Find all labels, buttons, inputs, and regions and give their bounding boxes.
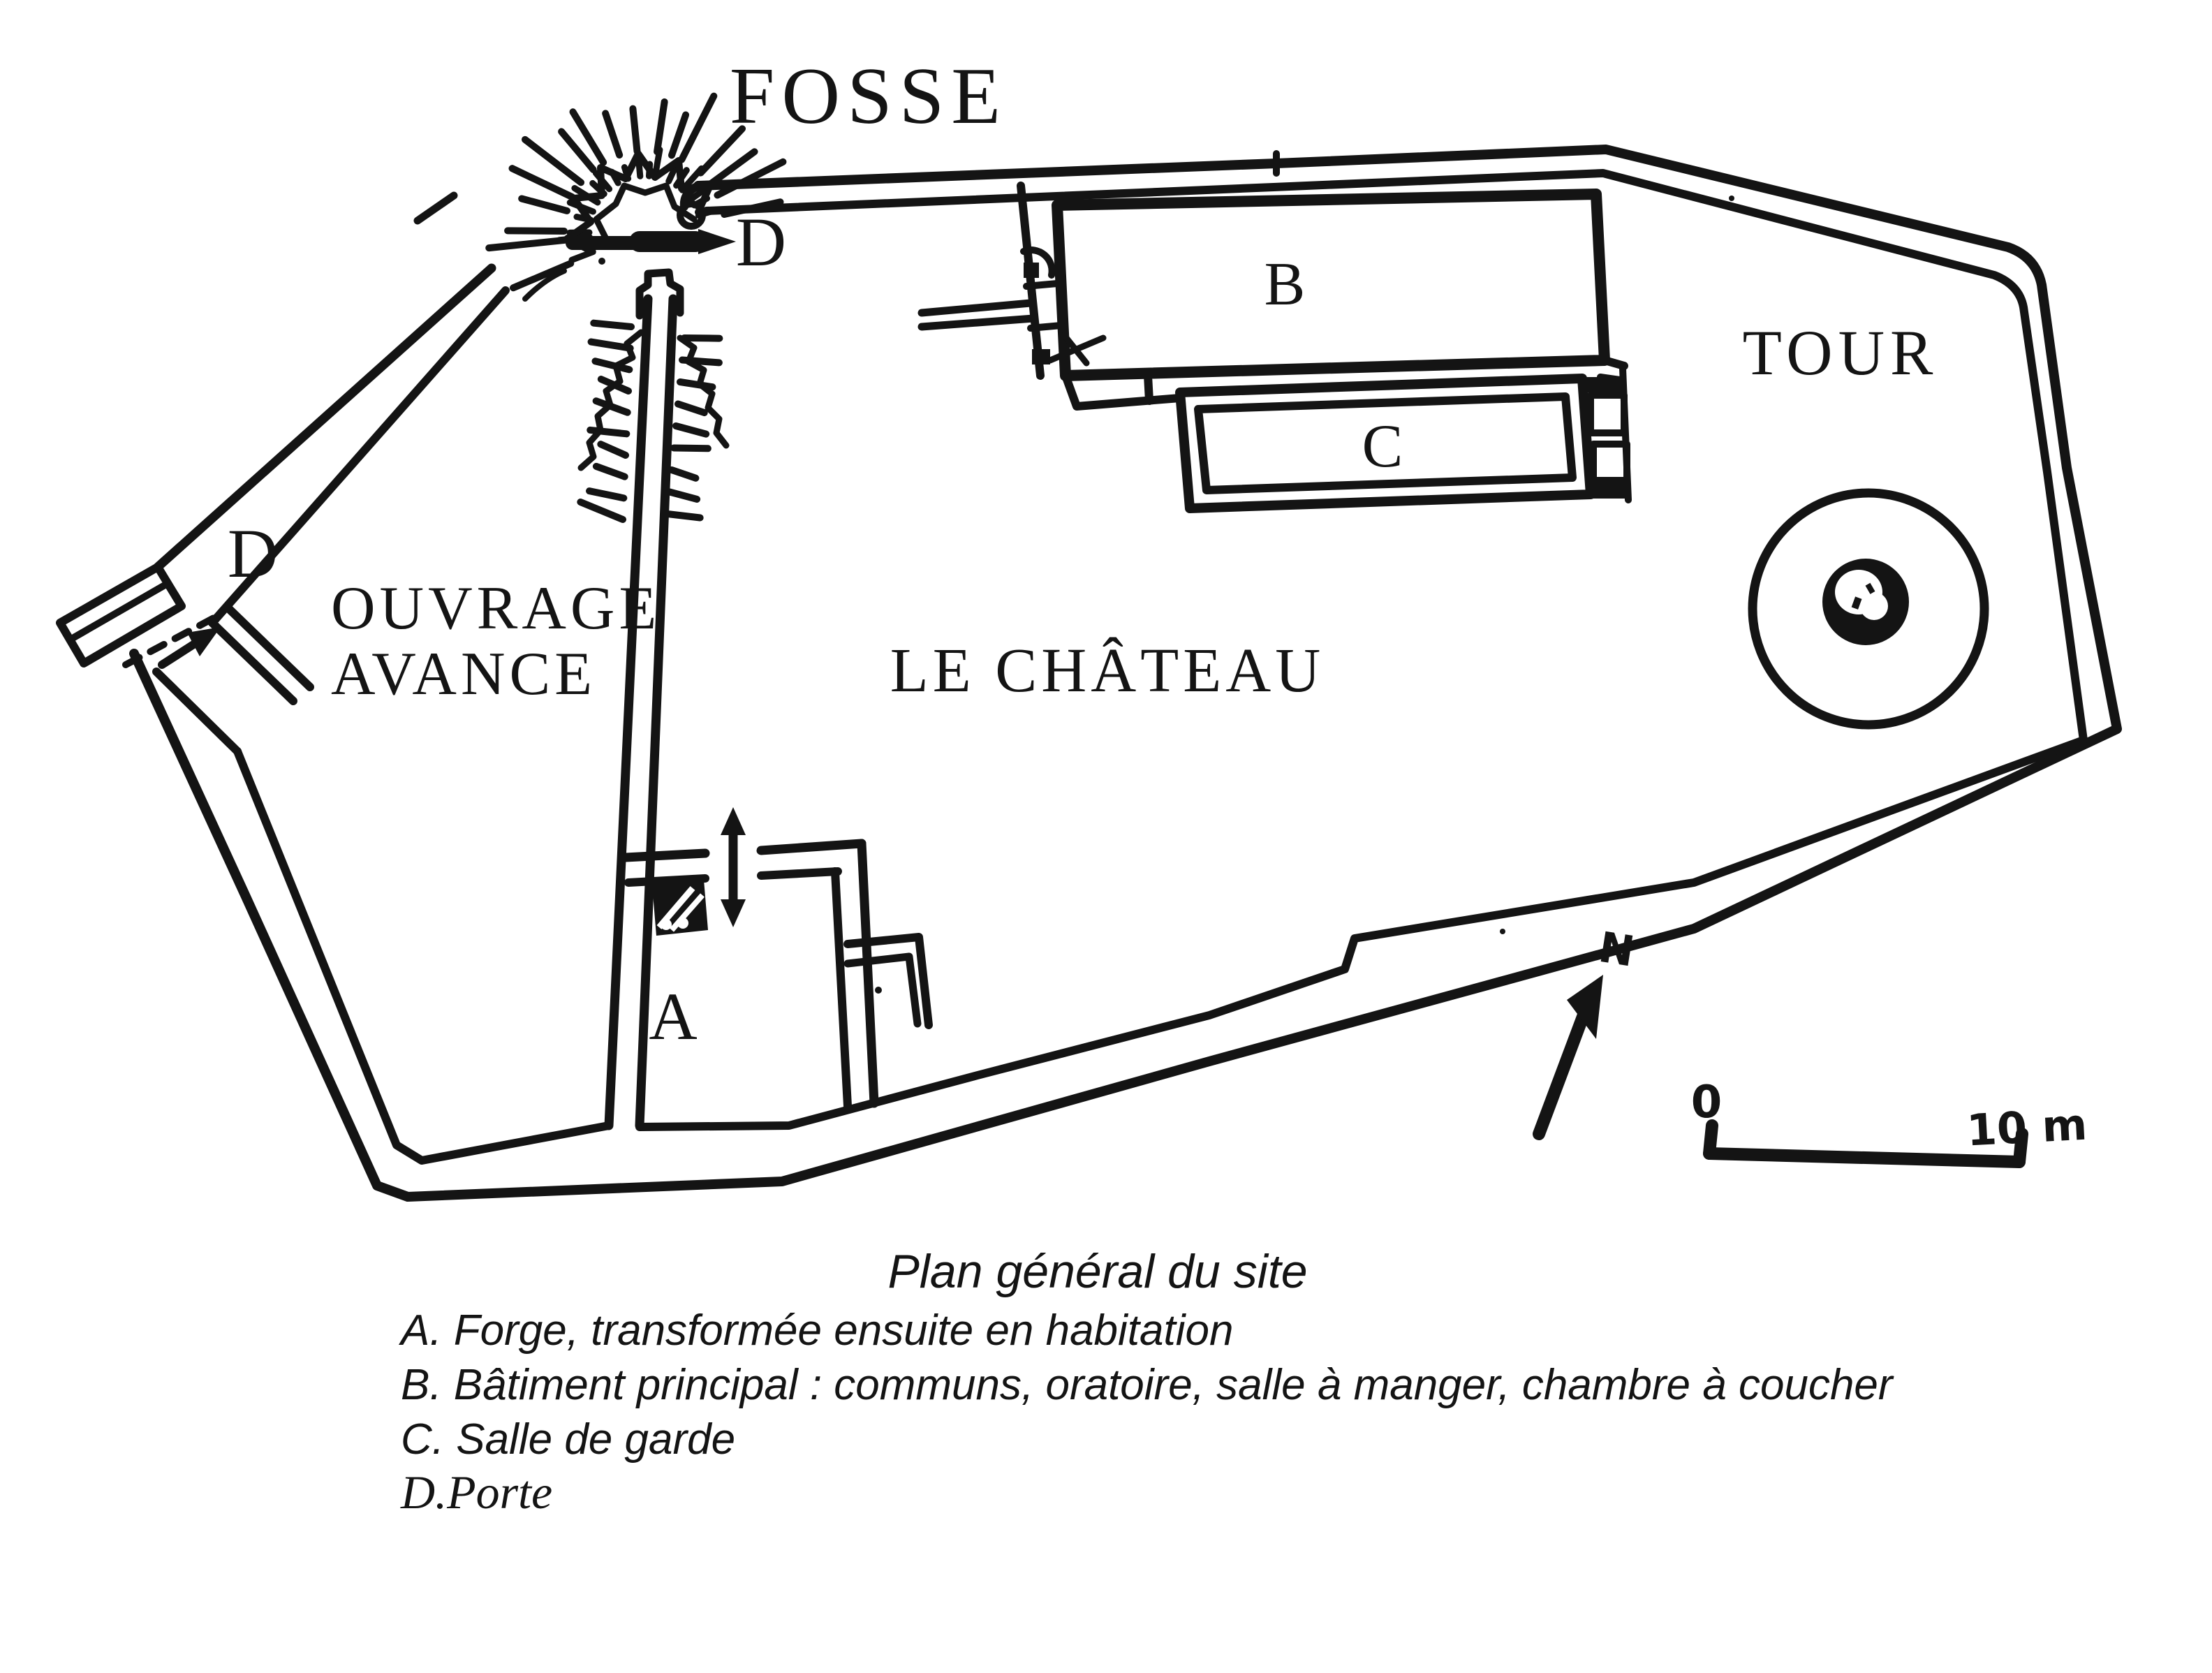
west-stub-wall-top [917,299,1035,317]
b-corridor-crosswall-1 [1023,280,1061,290]
chateau-label: LE CHÂTEAU [890,636,1325,705]
dividing-wall-west-line [604,294,653,1130]
building-a-label: A [649,979,697,1054]
gate-top-label: D [736,203,786,281]
north-arrow [1533,975,1603,1140]
west-bastion-inner-line [69,582,168,642]
dividing-wall-top-knob [635,268,684,320]
west-passage-wall-sw [152,668,242,756]
north-label: N [1595,923,1638,977]
building-c-inner [1194,392,1577,494]
nw-wall-end-tick [413,191,458,225]
building-a-walls [621,839,879,1110]
west-bastion [56,563,186,668]
fosse-label: FOSSE [730,52,1008,141]
door-swing-double-arrow [721,807,746,927]
scarp-hachures-west [577,319,635,523]
fosse-rock-band-outer [563,150,713,255]
b-corridor-crosswall-2 [1027,322,1065,332]
building-b-outline [1052,189,1610,381]
legend-line-b: B. Bâtiment principal : communs, oratoir… [401,1361,1894,1409]
ouvrage-label-line1: OUVRAGE [331,575,661,642]
inner-wall-west [233,747,613,1165]
gate-left-label: D [228,515,278,592]
scarp-rocks-east [677,334,730,449]
building-c-outer [1175,374,1595,513]
tower-inner-ruin [1822,559,1909,645]
west-passage-wall-ne-1 [208,619,297,705]
gate-top-hinge-ring [677,200,706,230]
small-curved-stroke [522,268,567,302]
gate-top-arrow [566,229,736,254]
west-stub-wall-bottom [917,314,1038,331]
scan-dot [598,258,605,265]
b-to-c-link-wall [1061,371,1184,411]
forge-hearth [652,880,708,936]
b-corridor-door-arc [1020,246,1056,279]
outwork-nw-wall-inner [208,286,510,627]
legend-line-d: D.Porte [400,1466,552,1519]
tower-outer-circle [1748,488,1989,730]
caption-title: Plan général du site [887,1245,1307,1298]
c-east-block-bottom [1592,483,1627,499]
scarp-rocks-west [577,329,644,471]
b-corridor-west-line [1017,182,1045,380]
scale-bar [1703,1119,2028,1168]
dividing-wall-east-line [635,294,678,1130]
ouvrage-label-line2: AVANCE [331,640,596,708]
west-passage-wall-ne-2 [225,605,314,691]
west-gate-direction-arrow [158,627,221,669]
b-corridor-block-2 [1032,349,1050,364]
c-east-cell-lower [1590,441,1630,484]
legend-line-a: A. Forge, transformée ensuite en habitat… [398,1306,1233,1355]
scan-dot [1729,196,1734,201]
building-b-label: B [1264,251,1306,318]
tour-label: TOUR [1743,317,1939,388]
c-east-cell-upper [1587,392,1628,436]
b-corridor-block-1 [1024,263,1039,278]
c-east-block-top [1586,377,1623,392]
x-mark [1047,332,1107,367]
building-a-annex [843,933,933,1029]
building-c-label: C [1362,413,1403,480]
scale-zero-label: 0 [1691,1077,1723,1128]
west-gate-dashed-path [122,612,221,668]
scan-dot [875,987,882,994]
scale-end-label: 10 m [1966,1099,2088,1156]
outwork-nw-wall-outer [153,263,496,572]
scan-dot [1500,929,1505,934]
enclosure-outer-wall [129,145,2122,1202]
b-east-stub-1 [1600,356,1628,370]
fosse-rock-band-inner [593,182,698,242]
legend-line-c: C. Salle de garde [401,1415,735,1464]
enclosure-inner-wall [635,169,2088,1131]
